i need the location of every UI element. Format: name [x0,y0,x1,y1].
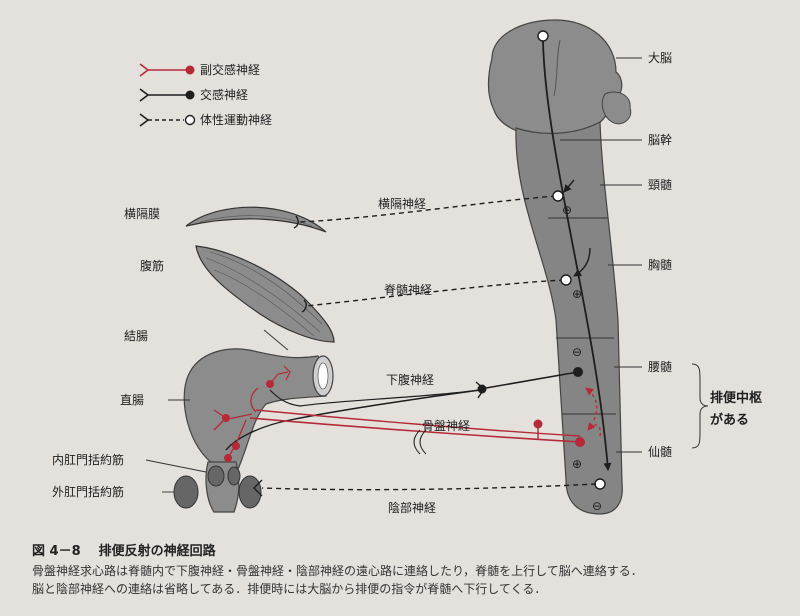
spinal-cord [515,30,623,515]
label-cervical-cord: 頸髄 [648,177,672,192]
caption-line-1: 骨盤神経求心路は脊髄内で下腹神経・骨盤神経・陰部神経の遠心路に連絡したり，脊髄を… [32,564,643,578]
sign-plus-thoracic: ⊕ [572,287,582,301]
label-hypogastric-nerve: 下腹神経 [386,373,434,387]
legend: 副交感神経 交感神経 体性運動神経 [139,62,272,127]
label-defecation-center-line1: 排便中枢 [710,390,762,406]
cerebrum [487,19,632,139]
internal-sphincter [207,465,225,487]
label-internal-sphincter: 内肛門括約筋 [52,452,124,467]
label-external-sphincter: 外肛門括約筋 [52,484,124,499]
plexus-neuron-4 [224,454,232,462]
spinal-nerve: ⊕ 脊髄神経 [301,247,591,313]
label-pelvic-nerve: 骨盤神経 [422,419,470,433]
phrenic-neuron [552,190,564,202]
phrenic-nerve: ⊕ 横隔神経 [293,179,575,229]
legend-sympathetic-label: 交感神経 [200,87,248,102]
label-phrenic-nerve: 横隔神経 [378,197,426,211]
open-dot-icon [184,114,196,126]
pelvic-ganglion [533,419,543,429]
sign-plus-sacral: ⊕ [572,457,582,471]
black-dot-icon [185,90,195,100]
defecation-reflex-diagram: 副交感神経 交感神経 体性運動神経 大脳 脳幹 [52,19,762,515]
legend-somatic: 体性運動神経 [139,113,272,127]
label-diaphragm: 横隔膜 [124,207,160,221]
legend-parasympathetic: 副交感神経 [139,62,260,77]
pudendal-neuron [594,478,606,490]
red-dot-icon [185,65,195,75]
external-sphincter [173,475,199,509]
figure-title: 排便反射の神経回路 [98,544,216,559]
caption-line-2: 脳と陰部神経への連絡は省略してある．排便時には大脳から排便の指令が脊髄へ下行して… [32,582,547,596]
sign-minus-sacral: ⊖ [592,499,602,513]
sign-plus-cervical: ⊕ [562,203,572,217]
external-sphincter-right [238,475,262,509]
caption-title: 図 4－8 排便反射の神経回路 [32,540,792,559]
plexus-neuron-3 [232,442,240,450]
label-spinal-nerve: 脊髄神経 [384,282,432,297]
region-labels: 大脳 脳幹 頸髄 胸髄 腰髄 仙髄 排便中枢 がある [596,51,762,459]
label-sacral-cord: 仙髄 [648,444,672,459]
label-rectum: 直腸 [120,393,144,407]
label-defecation-center-line2: がある [710,412,749,428]
hypogastric-ganglion [477,384,487,394]
spinal-neuron [560,274,572,286]
legend-sympathetic: 交感神経 [139,87,248,102]
figure-caption: 図 4－8 排便反射の神経回路 骨盤神経求心路は脊髄内で下腹神経・骨盤神経・陰部神… [32,540,792,598]
internal-sphincter-right [227,466,241,486]
pudendal-nerve: ⊖ 陰部神経 [253,478,606,515]
diaphragm: 横隔膜 [124,206,327,233]
label-abdominal-muscle: 腹筋 [140,258,164,273]
pelvic-nerve: 骨盤神経 ⊕ [249,387,602,471]
hypogastric-nerve: ⊖ 下腹神経 [225,345,583,451]
enteric-plexus [213,365,291,462]
sign-minus-lumbar: ⊖ [572,345,582,359]
legend-somatic-label: 体性運動神経 [200,113,272,127]
figure-number: 図 4－8 [32,544,81,559]
abdominal-muscle: 腹筋 [140,245,335,343]
label-lumbar-cord: 腰髄 [648,359,672,374]
legend-parasympathetic-label: 副交感神経 [200,62,260,77]
label-brainstem: 脳幹 [648,132,672,147]
label-thoracic-cord: 胸髄 [648,257,672,272]
label-colon: 結腸 [124,329,148,343]
sacral-neuron-red [575,437,585,447]
cerebrum-neuron [537,30,549,42]
label-pudendal-nerve: 陰部神経 [388,500,436,515]
label-cerebrum: 大脳 [648,51,672,65]
